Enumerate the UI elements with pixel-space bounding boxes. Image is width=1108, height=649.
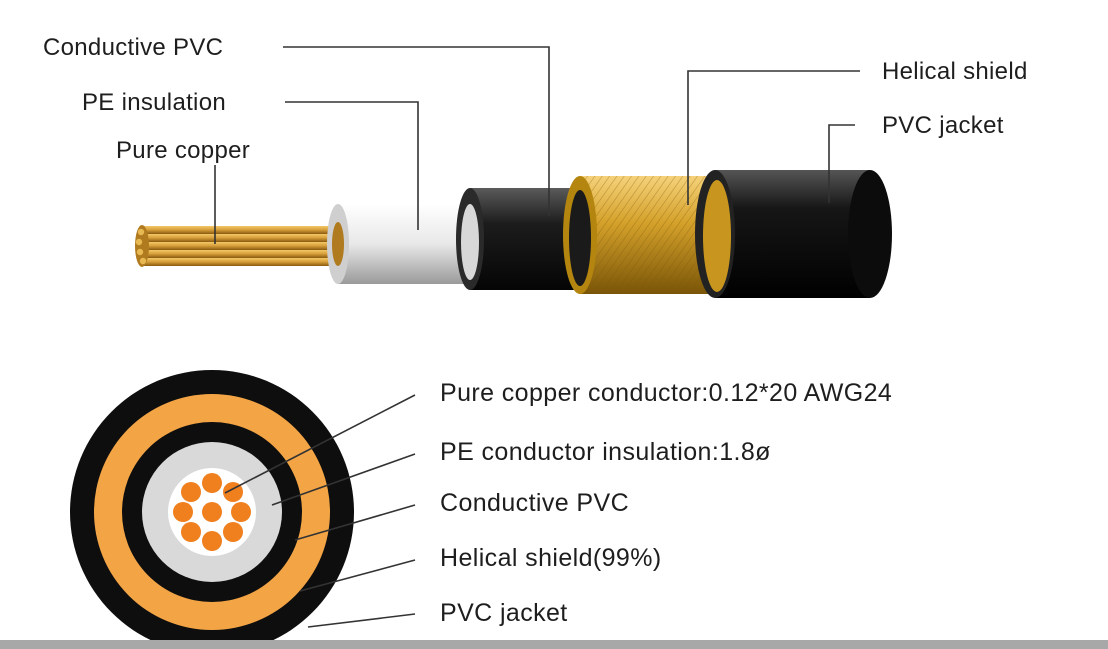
copper-strands (135, 225, 350, 267)
side-view-leader-lines (214, 46, 860, 244)
label-cross-helical-shield: Helical shield(99%) (440, 544, 662, 572)
cross-section-leader-lines (224, 394, 416, 628)
cross-section (70, 370, 354, 649)
label-pe-conductor-insulation-spec: PE conductor insulation:1.8ø (440, 438, 771, 466)
label-cross-pvc-jacket: PVC jacket (440, 599, 568, 627)
label-helical-shield: Helical shield (882, 58, 1028, 85)
copper-strand-dots (173, 473, 251, 551)
label-copper-conductor-spec: Pure copper conductor:0.12*20 AWG24 (440, 379, 893, 407)
label-conductive-pvc: Conductive PVC (43, 34, 224, 61)
label-cross-conductive-pvc: Conductive PVC (440, 489, 630, 517)
pvc-jacket-layer (695, 170, 892, 298)
label-pure-copper: Pure copper (116, 137, 251, 164)
side-view-cable (135, 170, 892, 298)
bottom-border-bar (0, 640, 1108, 649)
label-pe-insulation: PE insulation (82, 89, 226, 116)
label-pvc-jacket: PVC jacket (882, 112, 1004, 139)
